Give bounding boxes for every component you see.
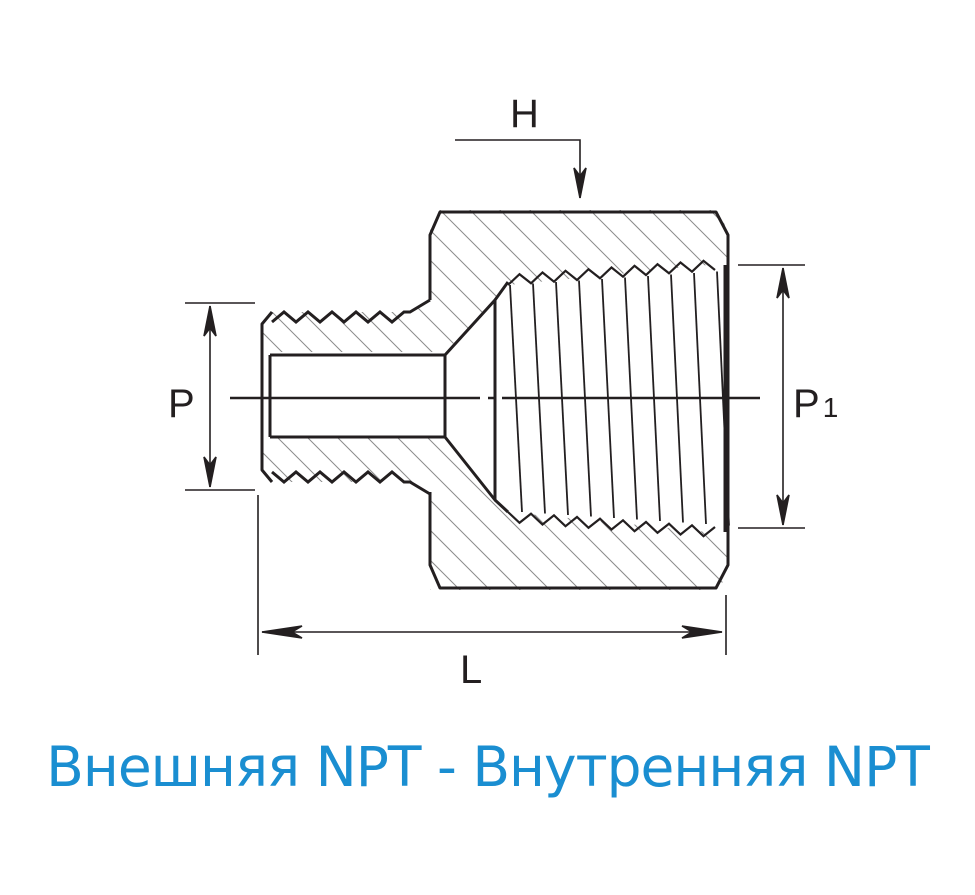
hatch-line [262, 438, 651, 590]
male-thread [271, 298, 431, 496]
dim-h-arrow [573, 167, 587, 199]
hatch-line [262, 438, 411, 590]
dimension-p1 [738, 264, 805, 529]
hatch-line [0, 150, 140, 600]
male-thread-bottom [271, 470, 431, 496]
female-thread-crest-bottom [507, 511, 716, 538]
hatch-line [319, 438, 728, 590]
bore-cone [443, 298, 497, 502]
hatch-line [469, 210, 728, 352]
dimension-l [257, 495, 727, 655]
dimension-h [455, 139, 587, 199]
hatch-line [0, 150, 20, 600]
hatch-line [262, 210, 381, 352]
female-thread-root-top [493, 281, 510, 301]
dim-p-arrow-top [203, 305, 217, 337]
hatch-line [0, 150, 260, 600]
hatch-line [0, 150, 20, 600]
hatch-line [379, 210, 728, 352]
hatch-line [349, 438, 728, 590]
hatch-line [262, 438, 711, 590]
hatch-line [262, 210, 351, 352]
hatch-line [262, 438, 591, 590]
hatch-line [262, 438, 291, 590]
hatch-line [559, 438, 728, 590]
hatch-line [740, 150, 975, 600]
female-thread-root-bottom [493, 498, 510, 514]
hatch-line [262, 210, 411, 352]
hatch-line [262, 438, 321, 590]
hatch-line [262, 438, 561, 590]
dim-label-h: H [510, 92, 539, 136]
hatch-line [740, 150, 975, 600]
hatch-line [0, 150, 170, 600]
hatch-line [262, 438, 501, 590]
hatch-line [0, 150, 230, 600]
hatch-line [529, 438, 728, 590]
hatch-line [0, 150, 200, 600]
hatch-line [439, 210, 728, 352]
section-hatching-lower [0, 150, 975, 600]
hatch-line [0, 150, 260, 600]
hatch-line [619, 438, 728, 590]
dimension-p [185, 302, 255, 491]
dim-l-arrow-left [261, 625, 303, 639]
dim-label-l: L [460, 648, 482, 692]
male-thread-top [271, 298, 431, 324]
dim-label-p: P [168, 382, 195, 426]
hatch-line [0, 150, 110, 600]
hatch-line [262, 438, 381, 590]
hatch-line [770, 150, 975, 600]
hatch-line [0, 150, 200, 600]
hatch-line [0, 150, 170, 600]
hatch-line [589, 210, 728, 352]
hatch-line [262, 438, 471, 590]
hatch-line [262, 438, 531, 590]
hatch-line [262, 438, 621, 590]
hatch-line [770, 150, 975, 600]
hatch-line [529, 210, 728, 352]
hatch-line [262, 438, 351, 590]
hatch-line [262, 210, 321, 352]
hatch-line [0, 150, 140, 600]
hatch-line [262, 438, 441, 590]
body-outline-upper [428, 210, 730, 590]
dim-p1-arrow-bottom [776, 494, 790, 526]
section-hatching-upper [0, 150, 975, 600]
dim-label-p1-sub: 1 [823, 392, 839, 423]
dim-p-arrow-bottom [203, 456, 217, 488]
hatch-line [0, 150, 50, 600]
hatch-line [0, 150, 80, 600]
fitting-caption: Внешняя NPT - Внутренняя NPT [46, 735, 930, 799]
hatch-line [262, 210, 441, 352]
hatch-line [409, 210, 728, 352]
hatch-line [0, 150, 50, 600]
dim-label-p1-main: P [793, 382, 820, 426]
hatch-line [262, 210, 291, 352]
hatch-line [0, 150, 230, 600]
hatch-line [499, 210, 728, 352]
dim-l-arrow-right [681, 625, 723, 639]
hatch-line [0, 150, 110, 600]
hatch-line [619, 210, 728, 352]
dim-p1-arrow-top [776, 267, 790, 299]
hatch-line [0, 150, 80, 600]
hatch-line [262, 438, 681, 590]
hatch-line [709, 438, 728, 590]
female-thread-crest-top [507, 259, 716, 286]
hatch-line [349, 210, 728, 352]
hatch-line [709, 210, 728, 352]
dim-h-leader [455, 139, 581, 198]
hatch-line [559, 210, 728, 352]
hatch-line [262, 210, 471, 352]
